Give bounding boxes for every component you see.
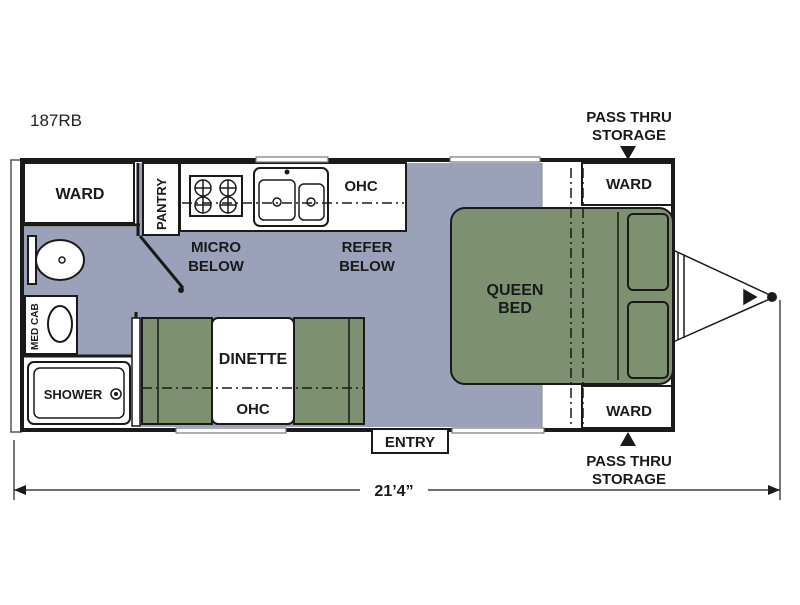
stovetop <box>189 175 243 217</box>
kitchen-ohc-label: OHC <box>344 178 378 195</box>
shower-drain-center <box>114 392 118 396</box>
micro-label-1: MICRO <box>191 239 241 256</box>
pass-thru-bottom-arrow-icon <box>620 432 636 446</box>
shower-pan <box>33 367 125 419</box>
sink-bowl-right <box>298 183 325 221</box>
lavatory-sink <box>47 305 73 343</box>
pass-thru-top-label-2: STORAGE <box>592 127 666 144</box>
front-wardrobe-bottom-label: WARD <box>606 403 652 420</box>
faucet-icon <box>284 169 290 175</box>
dinette-label: DINETTE <box>219 351 288 368</box>
model-name: 187RB <box>30 111 82 130</box>
entry-door[interactable] <box>371 428 449 454</box>
toilet <box>35 239 85 281</box>
kitchen-sink <box>253 167 329 227</box>
length-label: 21’4” <box>374 483 413 500</box>
bath-door-knob <box>178 287 184 293</box>
front-wardrobe-bottom <box>581 385 673 429</box>
dimension-arrow-left-icon <box>14 485 26 495</box>
med-cab-label: MED CAB <box>30 303 41 350</box>
pillow-bottom <box>627 301 669 379</box>
refer-label-2: BELOW <box>339 258 396 275</box>
dinette-seat-left <box>141 317 213 425</box>
toilet-tank <box>27 235 37 285</box>
rear-wardrobe <box>23 162 135 224</box>
pass-thru-top-label-1: PASS THRU <box>586 109 672 126</box>
windows <box>175 156 545 434</box>
dinette-back-wall <box>131 317 141 427</box>
queen-bed-label-1: QUEEN <box>487 282 544 299</box>
shower-label: SHOWER <box>44 387 103 402</box>
front-wardrobe-top-label: WARD <box>606 176 652 193</box>
pass-thru-top-arrow-icon <box>620 146 636 160</box>
pass-thru-bottom-label-1: PASS THRU <box>586 453 672 470</box>
queen-bed-label-2: BED <box>498 300 532 317</box>
burner-icons <box>194 179 237 214</box>
dinette-table[interactable] <box>211 317 295 425</box>
refer-label-1: REFER <box>342 239 393 256</box>
trailer-tongue <box>672 249 773 343</box>
drain-right <box>306 197 316 207</box>
rear-wardrobe-label: WARD <box>56 186 105 203</box>
dimension-arrow-right-icon <box>768 485 780 495</box>
micro-label-2: BELOW <box>188 258 245 275</box>
hitch-coupler-icon <box>767 292 777 302</box>
bath-door[interactable] <box>138 235 185 289</box>
pass-thru-bottom-label-2: STORAGE <box>592 471 666 488</box>
drain-left <box>272 197 282 207</box>
dinette-seat-right <box>293 317 365 425</box>
pantry-label: PANTRY <box>154 178 169 230</box>
shower-drain-icon <box>110 388 122 400</box>
dinette-ohc-label: OHC <box>236 401 270 418</box>
sink-bowl-left <box>258 179 296 221</box>
front-wardrobe-top <box>581 162 673 206</box>
shower <box>27 361 131 425</box>
pillow-top <box>627 213 669 291</box>
pantry <box>142 162 180 236</box>
rear-bumper <box>10 159 22 433</box>
toilet-flush <box>58 256 66 264</box>
entry-label: ENTRY <box>385 434 435 451</box>
